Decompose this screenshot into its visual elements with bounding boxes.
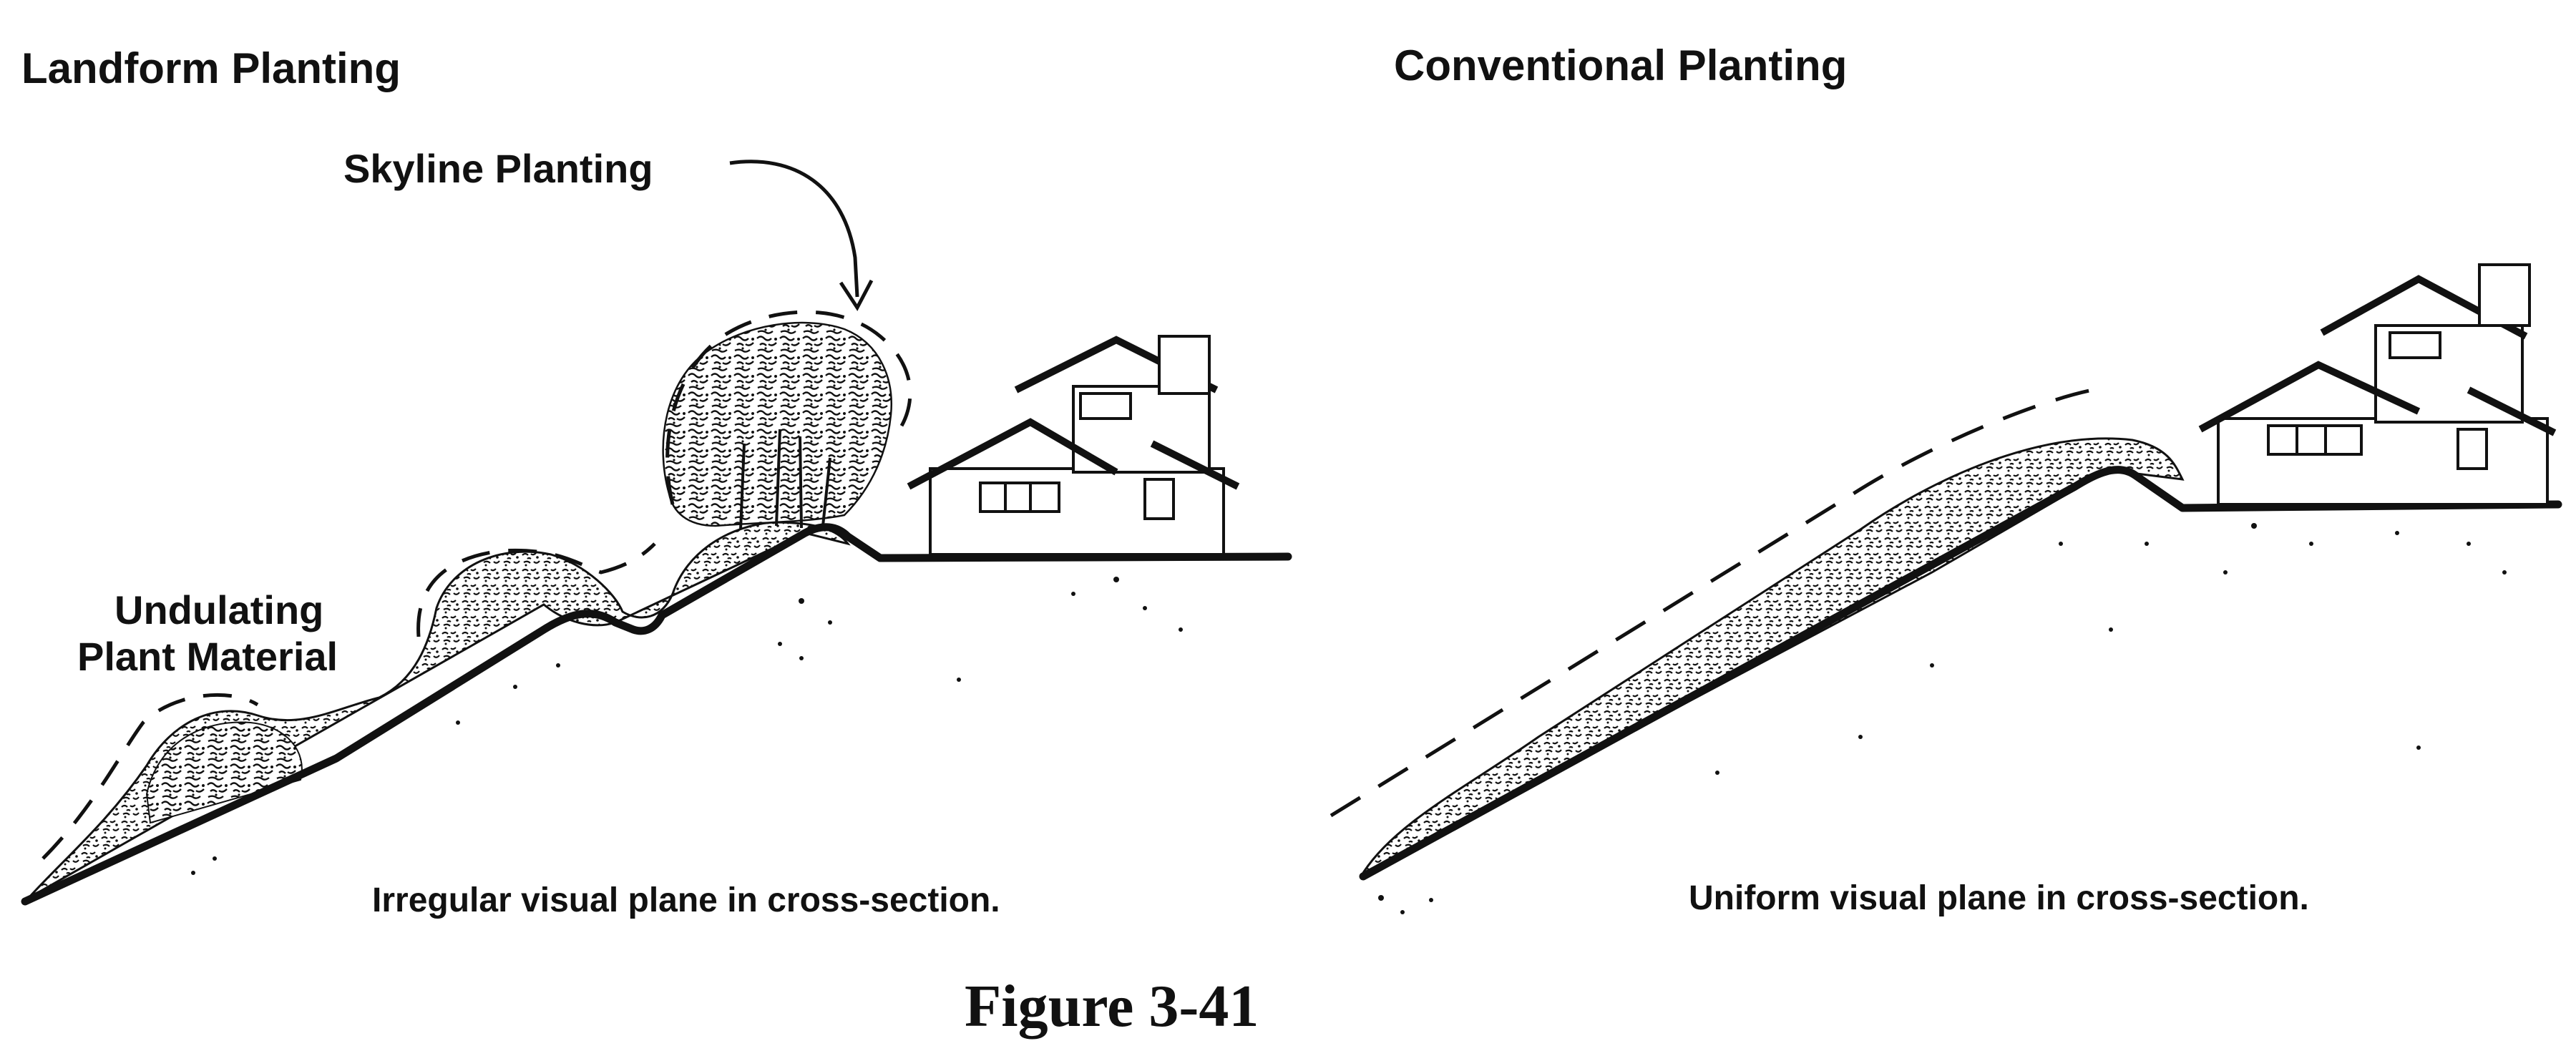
undulating-label-line2: Plant Material bbox=[77, 634, 338, 679]
house-right bbox=[2198, 263, 2557, 506]
figure-title: Figure 3-41 bbox=[965, 973, 1259, 1040]
uniform-dashed-outline bbox=[1330, 388, 2094, 818]
right-caption: Uniform visual plane in cross-section. bbox=[1689, 879, 2309, 917]
ground-speckles-right bbox=[1378, 523, 2507, 914]
arrowhead-icon bbox=[839, 279, 874, 311]
landform-planting-section bbox=[21, 160, 1292, 906]
ground-profile-line bbox=[21, 523, 1292, 906]
undulating-plant-mass bbox=[27, 521, 851, 899]
skyline-planting-label: Skyline Planting bbox=[343, 146, 653, 191]
undulating-label-line1: Undulating bbox=[114, 587, 324, 632]
left-caption: Irregular visual plane in cross-section. bbox=[372, 881, 1000, 919]
undulating-dashed-outline bbox=[42, 310, 912, 860]
lower-shrub bbox=[145, 721, 303, 824]
ground-speckles-left bbox=[191, 577, 1183, 875]
ground-profile-line bbox=[1359, 466, 2562, 881]
tree-trunks bbox=[739, 429, 831, 530]
conventional-planting-section bbox=[1330, 263, 2562, 914]
landform-planting-heading: Landform Planting bbox=[21, 44, 401, 92]
skyline-callout-arrow bbox=[729, 160, 859, 298]
conventional-planting-heading: Conventional Planting bbox=[1394, 41, 1848, 89]
house-left bbox=[907, 335, 1240, 556]
